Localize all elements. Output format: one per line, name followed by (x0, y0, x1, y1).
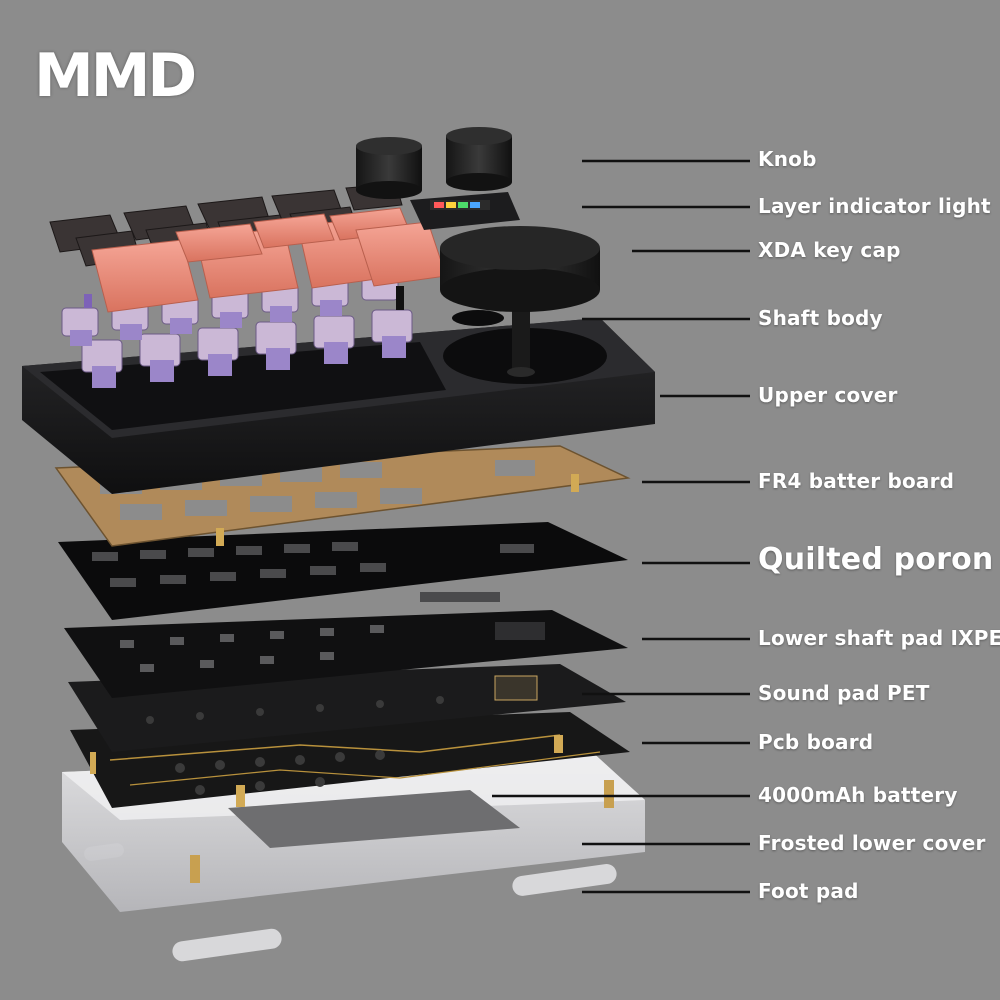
callout-label-upper-cover: Upper cover (758, 383, 898, 407)
callout-label-quilted-poron: Quilted poron (758, 542, 994, 577)
callout-label-shaft-body: Shaft body (758, 306, 883, 330)
callout-label-knob: Knob (758, 147, 817, 171)
foot-pad (512, 864, 617, 896)
battery-shape (228, 790, 520, 848)
callout-label-foot-pad: Foot pad (758, 879, 859, 903)
callout-label-xda-key-cap: XDA key cap (758, 238, 901, 262)
quilted-poron-shape (58, 522, 628, 620)
callout-label-frosted-lower-cover: Frosted lower cover (758, 831, 986, 855)
callout-label-pcb-board: Pcb board (758, 730, 874, 754)
callout-label-battery: 4000mAh battery (758, 783, 958, 807)
callout-lines (492, 159, 750, 894)
foot-pad (172, 928, 282, 962)
dial-shape (440, 226, 600, 377)
lower-shaft-pad-shape (64, 610, 628, 698)
keycaps (49, 183, 447, 313)
callout-label-fr4-batter-board: FR4 batter board (758, 469, 955, 493)
callout-label-layer-indicator-light: Layer indicator light (758, 194, 991, 218)
layer-indicator-light-shape (410, 192, 520, 230)
knob-shapes (356, 127, 512, 199)
callout-label-sound-pad-pet: Sound pad PET (758, 681, 930, 705)
callout-label-lower-shaft-pad: Lower shaft pad IXPE (758, 626, 1000, 650)
brand-logo: MMD (34, 41, 197, 111)
